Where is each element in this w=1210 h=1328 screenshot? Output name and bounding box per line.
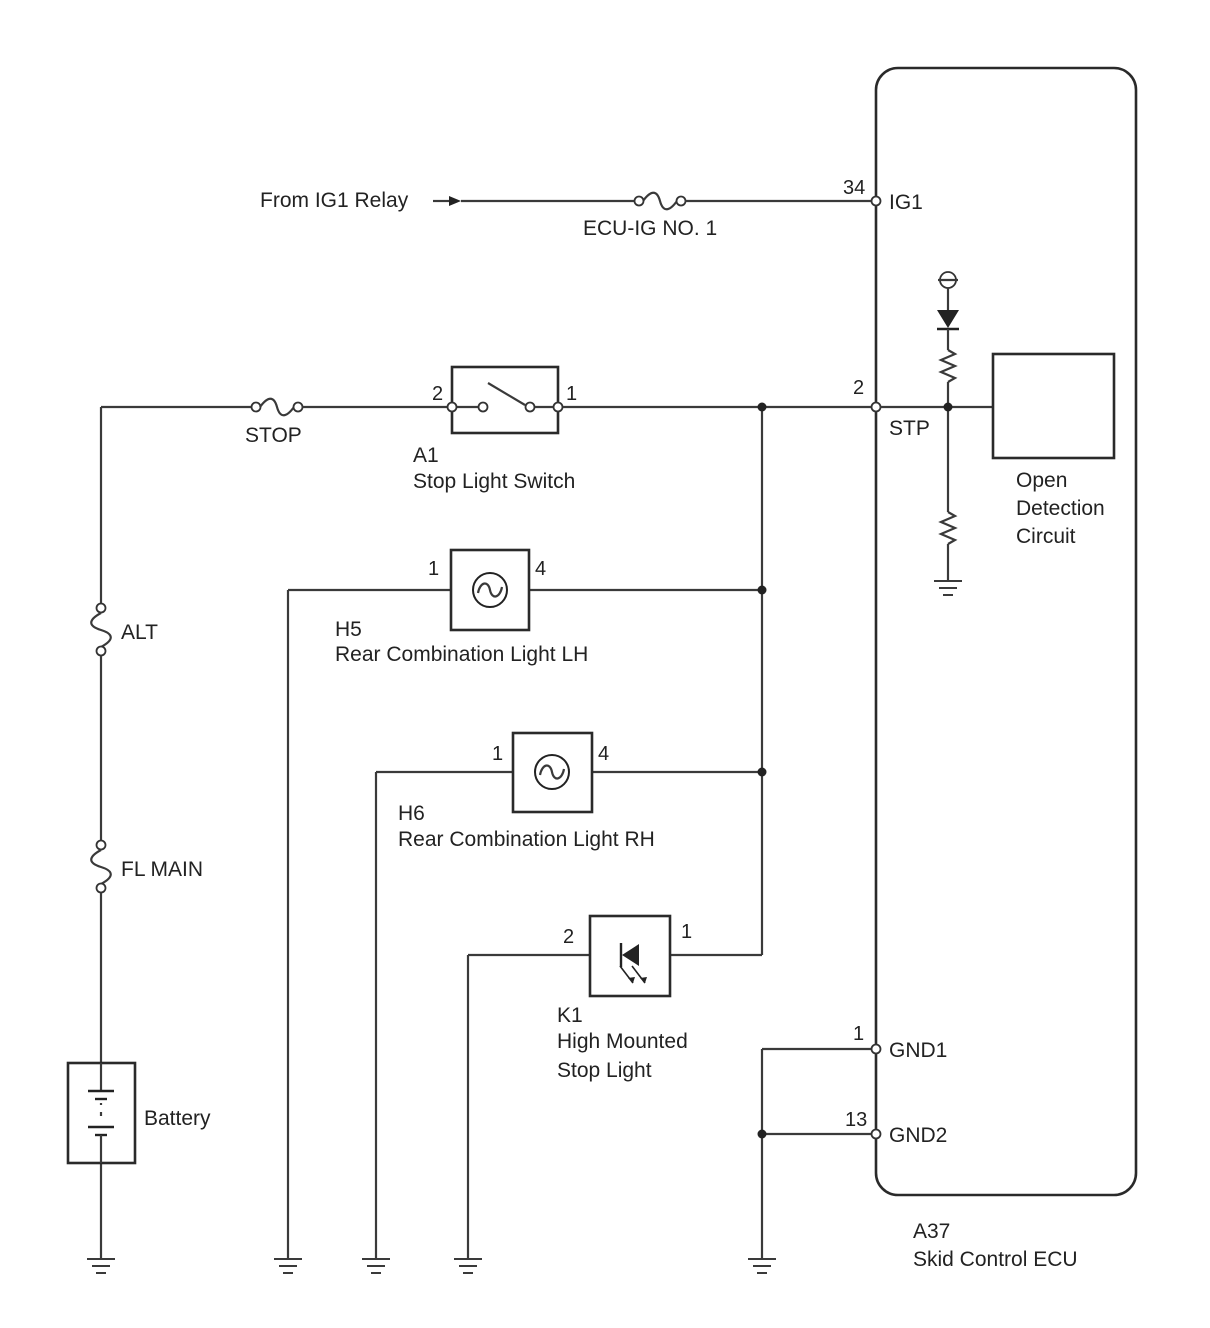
diode-icon <box>937 310 959 328</box>
ig1-pin-name: IG1 <box>889 191 923 214</box>
ecu-internal-circuit <box>880 271 993 596</box>
high-mount-pin-right: 1 <box>681 921 692 943</box>
gnd2-pin-name: GND2 <box>889 1124 947 1147</box>
ecu-name: Skid Control ECU <box>913 1248 1078 1271</box>
stp-pin-name: STP <box>889 417 930 440</box>
fl-main-fuse-icon <box>90 849 112 885</box>
rear-lh-code: H5 <box>335 618 362 641</box>
pulldown-resistor-icon <box>938 511 958 545</box>
ground-icon <box>274 1258 302 1274</box>
fl-main-fuse-label: FL MAIN <box>121 858 203 881</box>
high-mount-circuit <box>466 953 762 1258</box>
open-detection-line-3: Circuit <box>1016 525 1076 548</box>
switch-pin-out: 1 <box>566 383 577 405</box>
gnd1-pin-name: GND1 <box>889 1039 947 1062</box>
switch-pin-in: 2 <box>432 383 443 405</box>
stop-fuse-label: STOP <box>245 424 302 447</box>
rear-rh-name: Rear Combination Light RH <box>398 828 655 851</box>
open-detection-line-2: Detection <box>1016 497 1105 520</box>
battery-feed <box>90 405 252 1258</box>
ecu-code: A37 <box>913 1220 950 1243</box>
high-mount-name-line-2: Stop Light <box>557 1059 652 1082</box>
ground-icon <box>748 1258 776 1274</box>
stop-light-switch-box <box>450 365 560 435</box>
led-icon <box>619 943 647 984</box>
stop-light-switch-name: Stop Light Switch <box>413 470 575 493</box>
ig1-source-label: From IG1 Relay <box>260 189 409 212</box>
rear-lh-pin-left: 1 <box>428 558 439 580</box>
open-detection-line-1: Open <box>1016 469 1067 492</box>
high-mount-code: K1 <box>557 1004 583 1027</box>
battery-label: Battery <box>144 1107 211 1130</box>
ig1-pin-number: 34 <box>843 177 865 199</box>
stop-light-switch-code: A1 <box>413 444 439 467</box>
ground-icon <box>362 1258 390 1274</box>
rear-rh-circuit <box>374 767 767 1258</box>
ecu-box <box>874 66 1138 1197</box>
ecu-ig-fuse-icon <box>642 191 678 211</box>
pullup-resistor-icon <box>938 349 958 383</box>
rear-lh-name: Rear Combination Light LH <box>335 643 588 666</box>
rear-lh-pin-right: 4 <box>535 558 546 580</box>
alt-fuse-label: ALT <box>121 621 158 644</box>
ground-icon <box>454 1258 482 1274</box>
ground-icon <box>934 580 962 596</box>
rear-rh-pin-left: 1 <box>492 743 503 765</box>
gnd1-pin-number: 1 <box>853 1023 864 1045</box>
ecu-ground-circuit <box>757 1043 882 1258</box>
high-mount-pin-left: 2 <box>563 926 574 948</box>
ecu-ig-fuse-label: ECU-IG NO. 1 <box>583 217 717 240</box>
ground-icon <box>87 1258 115 1274</box>
high-mount-name-line-1: High Mounted <box>557 1030 688 1053</box>
alt-fuse-icon <box>90 612 112 648</box>
battery-cell-icon <box>88 1063 114 1163</box>
bulb-icon <box>472 572 508 608</box>
stop-fuse-icon <box>259 397 295 417</box>
rear-rh-pin-right: 4 <box>598 743 609 765</box>
rear-lh-circuit <box>286 585 767 1258</box>
ig1-circuit <box>433 191 882 211</box>
stop-fuse <box>250 397 448 417</box>
gnd2-pin-number: 13 <box>845 1109 867 1131</box>
rear-rh-code: H6 <box>398 802 425 825</box>
stp-pin-number: 2 <box>853 377 864 399</box>
open-detection-box <box>991 352 1116 460</box>
bulb-icon <box>534 754 570 790</box>
